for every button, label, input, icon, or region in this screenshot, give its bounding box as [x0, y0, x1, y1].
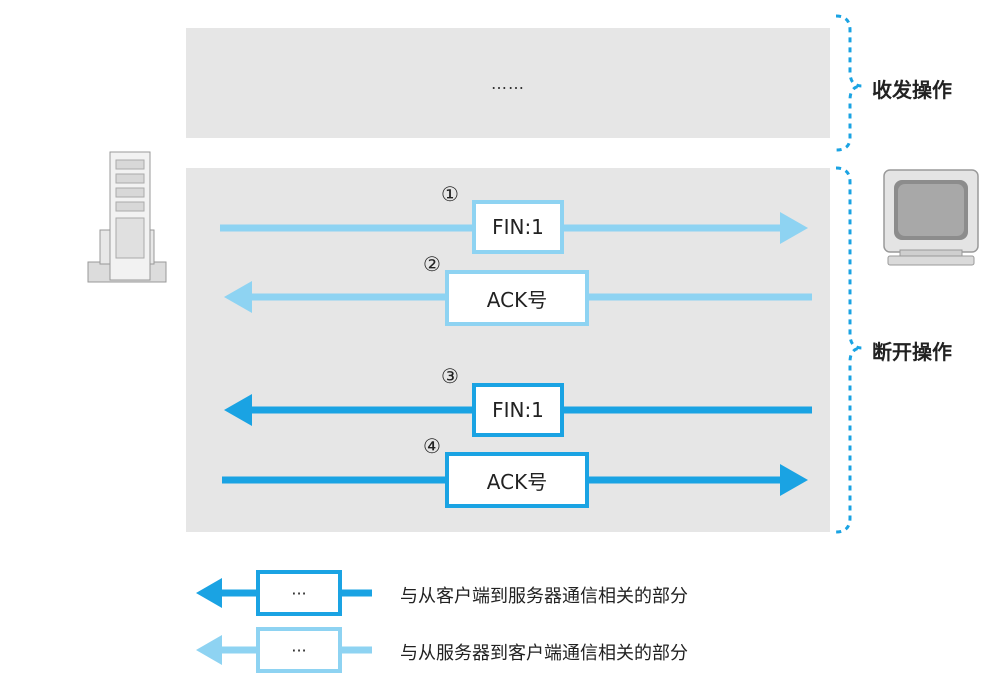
disconnect-label: 断开操作	[872, 340, 952, 364]
server-icon	[87, 151, 167, 283]
step-label-3: FIN:1	[472, 383, 564, 437]
step-label-1: FIN:1	[472, 200, 564, 254]
step-label-4: ACK号	[445, 452, 589, 508]
send-receive-panel	[186, 28, 830, 138]
step-number-1: ①	[441, 182, 459, 206]
step-label-2: ACK号	[445, 270, 589, 326]
ellipsis-text: ……	[491, 73, 525, 93]
legend-text-client-to-server: 与从客户端到服务器通信相关的部分	[400, 586, 688, 607]
client-computer-icon	[883, 169, 979, 266]
brace-send-receive	[835, 14, 863, 152]
send-receive-label: 收发操作	[872, 78, 952, 102]
step-number-4: ④	[423, 434, 441, 458]
step-number-2: ②	[423, 252, 441, 276]
step-number-3: ③	[441, 364, 459, 388]
legend-box-dark: ···	[256, 570, 342, 616]
legend-text-server-to-client: 与从服务器到客户端通信相关的部分	[400, 643, 688, 664]
legend-box-light: ···	[256, 627, 342, 673]
brace-disconnect	[835, 166, 863, 534]
